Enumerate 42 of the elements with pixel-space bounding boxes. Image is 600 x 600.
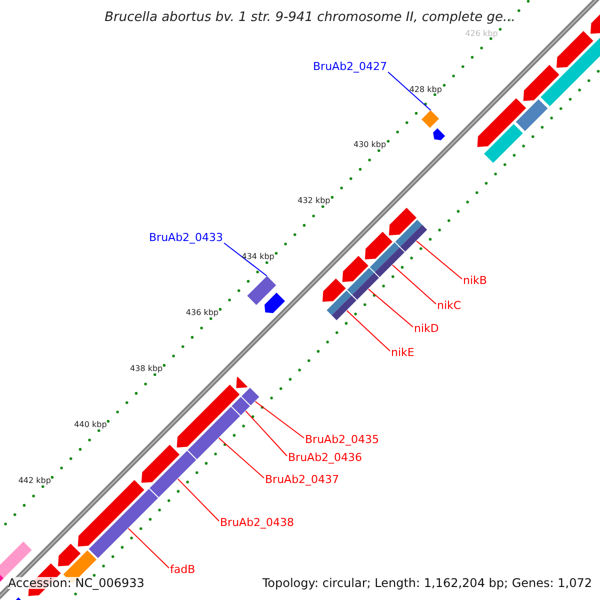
gene-bar: [150, 450, 196, 498]
scale-label: 436 kbp: [186, 309, 218, 318]
leader-line: [388, 72, 432, 111]
accession-text: Accession: NC_006933: [8, 577, 144, 589]
gene-label: BruAb2_0436: [288, 452, 362, 463]
gene-bar: [395, 220, 428, 252]
gene-label: nikD: [414, 323, 439, 334]
map-info-text: Topology: circular; Length: 1,162,204 bp; Genes: 1,072: [262, 577, 592, 589]
gene-bar: [422, 110, 440, 128]
gene-bar: [232, 396, 250, 416]
scale-label: 426 kbp: [465, 30, 498, 38]
scale-label: 428 kbp: [409, 86, 442, 94]
gene-label: BruAb2_0437: [265, 474, 340, 485]
gene-label: BruAb2_0427: [313, 61, 388, 72]
gene-bar: [347, 268, 379, 300]
gene-bar: [242, 388, 260, 406]
leader-line: [368, 288, 414, 328]
gene-bar: [88, 488, 158, 558]
scale-label: 438 kbp: [130, 364, 163, 373]
leader-line: [177, 478, 220, 522]
scale-label: 430 kbp: [353, 141, 386, 150]
scale-label: 440 kbp: [74, 420, 107, 429]
leader-line: [128, 528, 170, 568]
gene-bar: [370, 242, 404, 278]
gene-label: nikE: [391, 347, 414, 358]
leader-line: [245, 410, 288, 456]
gene-label: nikC: [437, 300, 462, 311]
gene-label: BruAb2_0433: [149, 232, 224, 243]
scale-label: 442 kbp: [18, 476, 51, 485]
gene-label: nikB: [463, 275, 487, 286]
leader-line: [254, 401, 304, 438]
gene-bar: [247, 276, 276, 305]
gene-label: BruAb2_0435: [305, 434, 380, 445]
scale-label: 432 kbp: [298, 197, 330, 206]
leader-line: [416, 240, 462, 280]
gene-bar: [326, 290, 356, 320]
leader-line: [218, 437, 264, 478]
scale-label: 434 kbp: [242, 253, 274, 262]
gene-label: BruAb2_0438: [220, 517, 294, 528]
gene-label: fadB: [170, 564, 196, 575]
title: Brucella abortus bv. 1 str. 9-941 chromosome II, complete ge...: [104, 10, 516, 25]
gene-bar: [188, 406, 240, 460]
